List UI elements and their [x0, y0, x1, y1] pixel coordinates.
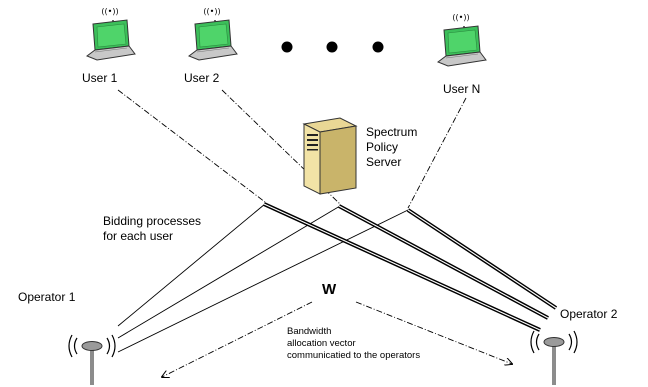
bid1-to-operator1-line [117, 203, 266, 327]
bid3-to-operator1-line [117, 209, 409, 353]
allocation-label-line3: communicatied to the operators [287, 350, 420, 361]
bid3-to-operator2-line [406, 208, 558, 310]
userN-laptop-icon: ((•)) [436, 13, 487, 67]
userN-label: User N [443, 82, 480, 96]
user1-link-line [117, 89, 266, 203]
operator1-label: Operator 1 [18, 290, 76, 304]
bid1-to-operator2-line [263, 202, 541, 332]
user1-laptop-icon: ((•)) [85, 7, 136, 61]
bidding-label-line1: Bidding processes [103, 214, 201, 228]
svg-text:((•)): ((•)) [452, 13, 469, 22]
server-icon [302, 117, 358, 195]
bid2-to-operator2-line [338, 204, 549, 320]
server-label-line3: Server [366, 155, 401, 169]
server-label-line1: Spectrum [366, 125, 417, 139]
bid2-to-operator1-line [117, 205, 341, 339]
user1-label: User 1 [82, 71, 118, 85]
user2-label: User 2 [184, 71, 220, 85]
ellipsis-dot [281, 41, 293, 53]
ellipsis-dot [372, 41, 384, 53]
svg-text:((•)): ((•)) [101, 7, 118, 16]
ellipsis-dot [326, 41, 338, 53]
allocation-label-line2: allocation vector [287, 338, 356, 349]
allocation-arrow-to-operator2 [355, 301, 512, 364]
server-label-line2: Policy [366, 140, 398, 154]
allocation-label-line1: Bandwidth [287, 326, 331, 337]
operator2-antenna-icon [530, 330, 578, 385]
bidding-label-line2: for each user [103, 229, 173, 243]
allocation-arrow-to-operator1 [162, 301, 313, 377]
operator2-label: Operator 2 [560, 307, 618, 321]
operator1-antenna-icon [68, 334, 116, 385]
user2-laptop-icon: ((•)) [187, 7, 238, 61]
svg-text:((•)): ((•)) [203, 7, 220, 16]
userN-link-line [407, 97, 467, 209]
allocation-vector-symbol: W [322, 281, 337, 298]
